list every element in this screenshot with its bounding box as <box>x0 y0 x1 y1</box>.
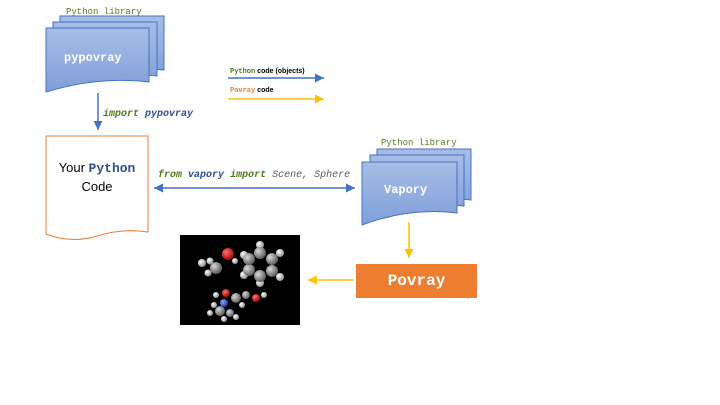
legend-python-word: Python <box>230 68 256 76</box>
vapory-library-shape <box>361 148 472 226</box>
from-module: vapory <box>188 170 225 181</box>
from-import-keyword: import <box>230 170 267 181</box>
import-keyword: import <box>103 109 140 120</box>
pypovray-library-shape <box>45 15 165 93</box>
render-image <box>180 235 300 325</box>
pypovray-label: pypovray <box>64 51 122 65</box>
legend-povray-word: Povray <box>230 87 256 95</box>
from-keyword: from <box>158 170 183 181</box>
your-code-python: Python <box>88 161 136 176</box>
your-code-suffix: Code <box>81 179 113 194</box>
povray-box: Povray <box>356 264 477 298</box>
import-statement: import pypovray <box>103 109 193 120</box>
your-code-document-shape <box>45 135 149 240</box>
legend-povray-desc: code <box>257 87 274 94</box>
povray-label: Povray <box>387 272 446 290</box>
vapory-label: Vapory <box>384 183 428 197</box>
from-names: Scene, Sphere <box>272 170 351 181</box>
pypovray-library-caption: Python library <box>66 7 142 17</box>
legend-python-desc: code (objects) <box>257 68 305 75</box>
legend-povray: Povray code <box>230 87 274 95</box>
vapory-library-caption: Python library <box>381 138 457 148</box>
from-import-statement: from vapory import Scene, Sphere <box>158 170 350 181</box>
legend-python: Python code (objects) <box>230 68 305 76</box>
your-python-code-label: Your Python Code <box>46 137 148 194</box>
your-code-prefix: Your <box>58 160 85 175</box>
molecule-render-icon <box>198 241 284 322</box>
import-module: pypovray <box>145 109 194 120</box>
